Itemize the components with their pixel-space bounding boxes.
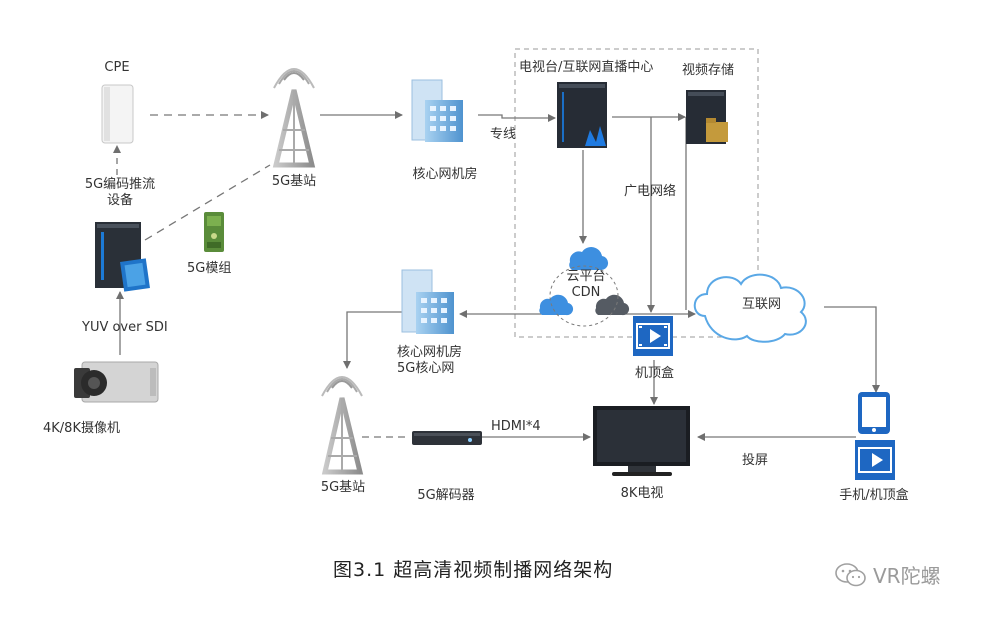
decoder-label: 5G解码器 [417, 488, 475, 503]
camera-icon [74, 361, 159, 403]
phone-stb-icon [855, 440, 895, 480]
tv-label: 8K电视 [620, 486, 664, 501]
tv-icon [593, 406, 690, 476]
cpe-label: CPE [104, 60, 130, 75]
camera-label: 4K/8K摄像机 [43, 421, 120, 436]
encoder-label: 5G编码推流 设备 [84, 177, 156, 208]
internet-cloud-icon [693, 273, 807, 343]
wechat-icon [835, 562, 866, 586]
base-station-icon [272, 68, 316, 168]
core-room-label: 核心网机房 [412, 167, 478, 182]
broadcast-network-label: 广电网络 [624, 184, 677, 199]
decoder-icon [412, 431, 482, 445]
core-room-bottom-icon [401, 269, 454, 334]
base-station-bottom-label: 5G基站 [320, 480, 366, 495]
cdn-label: 云平台 CDN [566, 269, 606, 300]
edge-core-to-center [478, 114, 556, 122]
cdn-cloud-icon [539, 247, 630, 327]
watermark: VR陀螺 [835, 560, 941, 589]
server-icon [557, 82, 607, 148]
phone-icon [858, 392, 890, 434]
video-storage-label: 视频存储 [682, 63, 735, 78]
module-label: 5G模组 [187, 261, 232, 276]
cpe-icon [101, 84, 134, 144]
figure-caption: 图3.1 超高清视频制播网络架构 [333, 559, 614, 581]
internet-label: 互联网 [742, 297, 782, 312]
base-station-label: 5G基站 [271, 174, 317, 189]
yuv-label: YUV over SDI [82, 320, 168, 335]
edge-encoder-to-basestation [144, 164, 271, 241]
core-room-icon [411, 79, 463, 142]
base-station-bottom-icon [321, 376, 364, 475]
dedicated-line-label: 专线 [490, 127, 517, 142]
watermark-text: VR陀螺 [873, 564, 941, 588]
module-icon [204, 212, 224, 252]
edge-internet-to-phone [824, 306, 880, 393]
edge-core-to-basestation-bottom [343, 311, 404, 369]
phone-stb-label: 手机/机顶盒 [839, 488, 909, 503]
storage-icon [686, 90, 728, 144]
broadcast-center-label: 电视台/互联网直播中心 [519, 60, 654, 75]
stb-icon [633, 316, 673, 356]
encoder-icon [95, 222, 150, 292]
cast-label: 投屏 [742, 453, 769, 468]
stb-label: 机顶盒 [635, 366, 675, 381]
core-room-bottom-label: 核心网机房 5G核心网 [397, 345, 463, 376]
hdmi-label: HDMI*4 [491, 419, 541, 434]
